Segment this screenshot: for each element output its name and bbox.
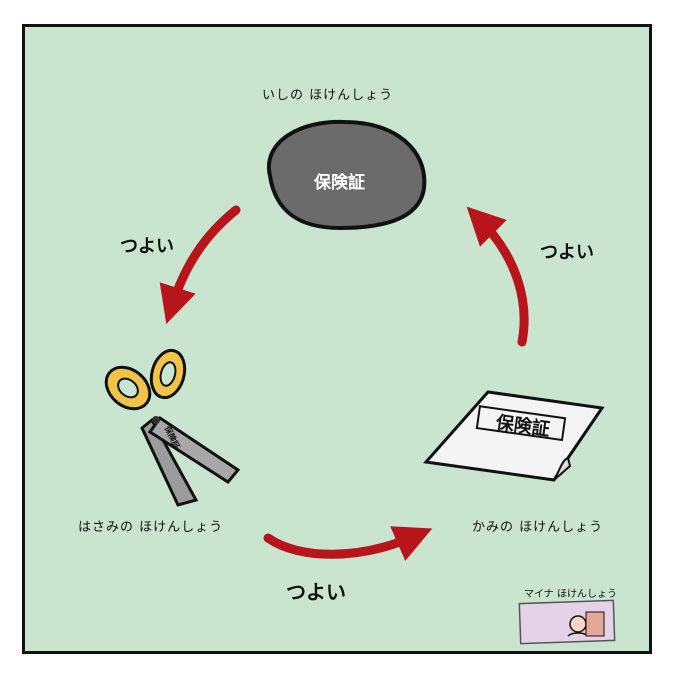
arrow-bottom-label: つよい [286,580,346,604]
myna-card-illustration [518,599,616,645]
paper-illustration [423,390,605,482]
rock-illustration [266,119,427,231]
arrow-right-label: つよい [540,242,594,263]
arrow-rock-to-scissors [159,205,241,325]
paper-title: かみの ほけんしょう [472,520,604,535]
scissors-title: はさみの ほけんしょう [78,520,224,535]
arrow-scissors-to-paper [263,526,433,561]
rock-card-text: 保険証 [314,173,365,193]
scissors-illustration [104,348,241,507]
myna-title: マイナ ほけんしょう [524,589,617,600]
rock-title: いしの ほけんしょう [262,88,394,103]
arrow-paper-to-rock [466,206,529,347]
arrow-left-label: つよい [120,236,174,257]
